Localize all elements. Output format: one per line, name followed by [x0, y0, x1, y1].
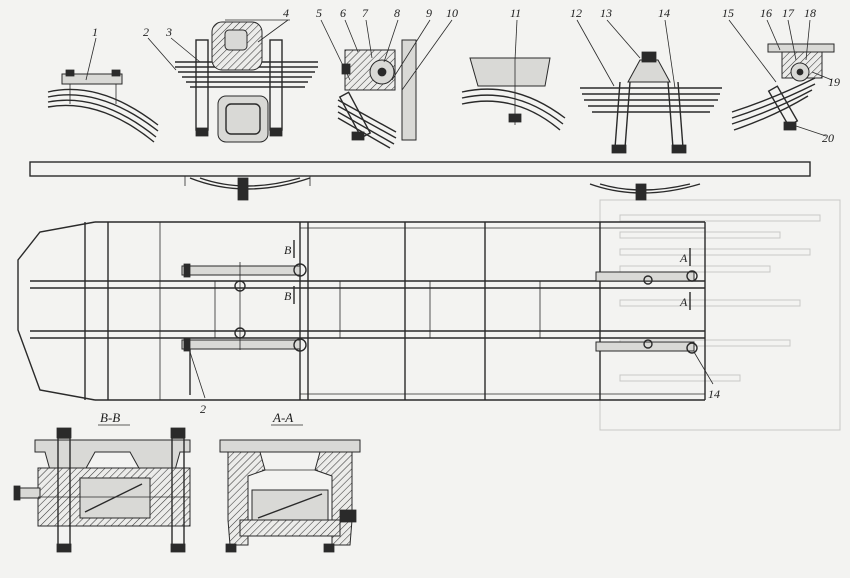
callout-3: 3: [165, 25, 172, 39]
section-a-a-view: [219, 439, 361, 553]
cut-mark-a-upper: A: [679, 251, 688, 265]
detail-spring-clamp-2-4: [175, 19, 318, 143]
detail-u-bolt-12-14: [580, 51, 722, 154]
leader-lines: [85, 19, 833, 399]
detail-rear-shackle-15-20: [731, 43, 835, 131]
callout-labels: 1 2 3 4 5 6 7 8 9 10 11 12 13 14 15 16 1…: [92, 6, 840, 416]
callout-13: 13: [600, 6, 612, 20]
callout-1: 1: [92, 25, 98, 39]
section-cut-marks: B B A A: [284, 243, 688, 309]
callout-20: 20: [822, 131, 834, 145]
section-titles: B-B A-A: [98, 410, 303, 426]
section-b-b-view: [13, 427, 191, 553]
callout-16: 16: [760, 6, 772, 20]
callout-14: 14: [658, 6, 670, 20]
callout-6: 6: [340, 6, 346, 20]
callout-19: 19: [828, 75, 840, 89]
callout-5: 5: [316, 6, 322, 20]
callout-18: 18: [804, 6, 816, 20]
frame-side-elevation: [29, 161, 811, 201]
cut-mark-a-lower: A: [679, 295, 688, 309]
cut-mark-b-upper: B: [284, 243, 292, 257]
callout-11: 11: [510, 6, 521, 20]
frame-plan-view: [17, 221, 706, 401]
callout-15: 15: [722, 6, 734, 20]
callout-7: 7: [362, 6, 369, 20]
section-title-a-a: A-A: [272, 410, 293, 425]
callout-frame-2: 2: [200, 402, 206, 416]
callout-10: 10: [446, 6, 458, 20]
detail-spring-end-1: [47, 69, 159, 143]
bleed-through-background: [599, 199, 841, 431]
callout-9: 9: [426, 6, 432, 20]
detail-shackle-5-10: [337, 39, 417, 149]
callout-frame-14: 14: [708, 387, 720, 401]
callout-12: 12: [570, 6, 582, 20]
callout-4: 4: [283, 6, 289, 20]
detail-spring-pad-11: [461, 57, 566, 131]
callout-2: 2: [143, 25, 149, 39]
callout-17: 17: [782, 6, 795, 20]
callout-8: 8: [394, 6, 400, 20]
section-title-b-b: B-B: [100, 410, 120, 425]
cut-mark-b-lower: B: [284, 289, 292, 303]
